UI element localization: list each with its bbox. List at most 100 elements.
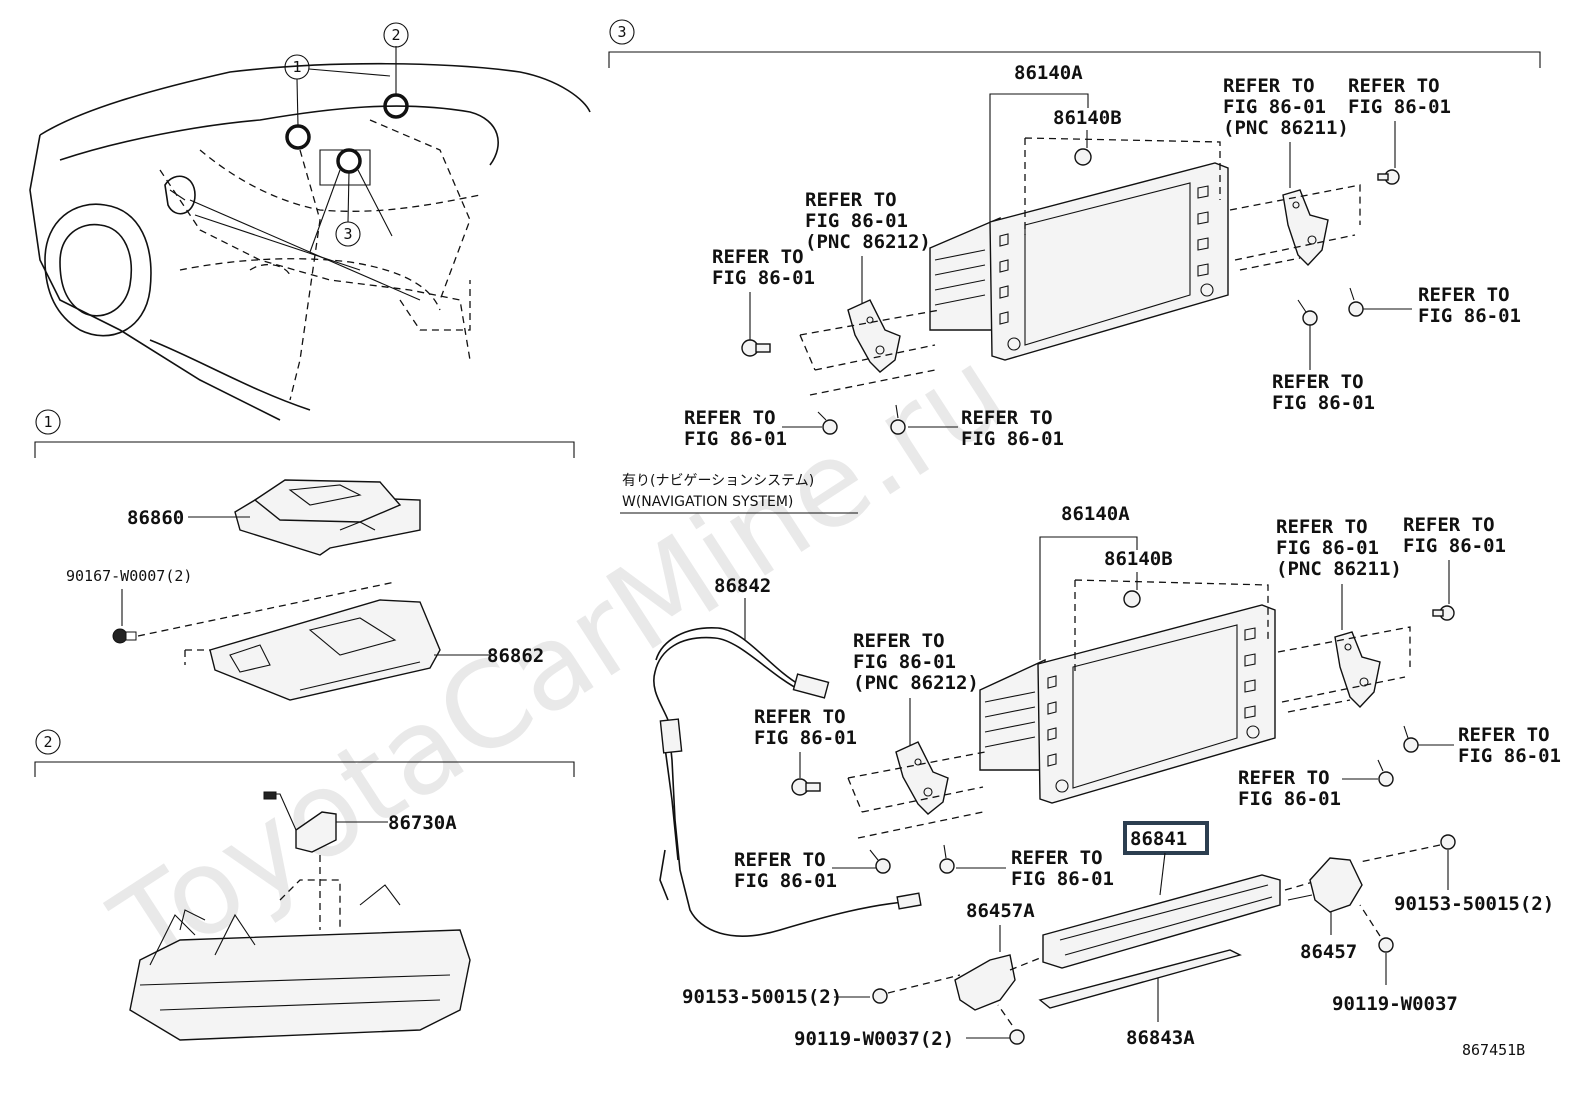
refer-upper-pnc86212-l3: (PNC 86212)	[805, 231, 931, 253]
screw-upper-right[interactable]	[1348, 287, 1364, 317]
refer-lower-bottomright-l1: REFER TO	[1238, 767, 1330, 789]
label-86457A: 86457A	[966, 900, 1035, 922]
callout-1: 1	[284, 54, 310, 80]
refer-lower-left-l1: REFER TO	[754, 706, 846, 728]
svg-text:3: 3	[343, 225, 352, 243]
screw-lower-right[interactable]	[1403, 725, 1419, 753]
refer-upper-pnc86211-l2: FIG 86-01	[1223, 96, 1326, 118]
refer-lower-pnc86212-l1: REFER TO	[853, 630, 945, 652]
refer-lower-bottom-mid-l2: FIG 86-01	[1011, 868, 1114, 890]
refer-upper-bottom-left-l2: FIG 86-01	[684, 428, 787, 450]
refer-upper-pnc86211-l1: REFER TO	[1223, 75, 1315, 97]
refer-lower-topright-l1: REFER TO	[1403, 514, 1495, 536]
screw-lower-bottom-mid[interactable]	[939, 844, 955, 874]
refer-lower-pnc86211-l3: (PNC 86211)	[1276, 558, 1402, 580]
vehicle-interior-illustration	[29, 46, 591, 421]
refer-lower-bottom-left-l2: FIG 86-01	[734, 870, 837, 892]
screw-upper-bottom-mid[interactable]	[890, 404, 906, 435]
refer-lower-pnc86211-l1: REFER TO	[1276, 516, 1368, 538]
section-3-header: 3	[608, 19, 1541, 68]
refer-upper-pnc86212-l2: FIG 86-01	[805, 210, 908, 232]
bracket-right-upper[interactable]	[1282, 189, 1329, 267]
refer-upper-bottom-mid-l2: FIG 86-01	[961, 428, 1064, 450]
refer-upper-left-l1: REFER TO	[712, 246, 804, 268]
overhead-console-housing	[129, 879, 471, 1041]
refer-upper-topright-l1: REFER TO	[1348, 75, 1440, 97]
label-86841[interactable]: 86841	[1130, 828, 1187, 850]
refer-upper-topright-l2: FIG 86-01	[1348, 96, 1451, 118]
screw-90153-right[interactable]	[1359, 834, 1456, 863]
display-unit-lower[interactable]	[979, 579, 1276, 804]
label-90153-left: 90153-50015(2)	[682, 986, 842, 1008]
label-86862: 86862	[487, 645, 544, 667]
bracket-right-lower[interactable]	[1334, 631, 1381, 709]
refer-lower-right-l1: REFER TO	[1458, 724, 1550, 746]
screw-lower-topright[interactable]	[1432, 605, 1455, 621]
svg-text:1: 1	[292, 58, 301, 76]
screw-upper-topright[interactable]	[1377, 169, 1400, 185]
refer-upper-bottom-mid-l1: REFER TO	[961, 407, 1053, 429]
wire-harness-86842[interactable]	[653, 627, 922, 937]
label-86140B-upper: 86140B	[1053, 107, 1122, 129]
label-90119-right: 90119-W0037	[1332, 993, 1458, 1015]
label-86140A-lower: 86140A	[1061, 503, 1130, 525]
refer-upper-pnc86212-l1: REFER TO	[805, 189, 897, 211]
refer-lower-right-l2: FIG 86-01	[1458, 745, 1561, 767]
nav-option-en: W(NAVIGATION SYSTEM)	[622, 494, 793, 510]
label-86457: 86457	[1300, 941, 1357, 963]
refer-lower-pnc86211-l2: FIG 86-01	[1276, 537, 1379, 559]
part-86862-bracket[interactable]	[184, 599, 441, 701]
label-86140B-lower: 86140B	[1104, 548, 1173, 570]
refer-lower-bottom-mid-l1: REFER TO	[1011, 847, 1103, 869]
bracket-left-upper[interactable]	[847, 299, 901, 373]
label-90153-right: 90153-50015(2)	[1394, 893, 1554, 915]
svg-text:1: 1	[43, 413, 52, 431]
navigation-receiver-86841[interactable]	[1042, 874, 1321, 969]
refer-lower-bottom-left-l1: REFER TO	[734, 849, 826, 871]
callout-2: 2	[383, 22, 409, 48]
refer-lower-left-l2: FIG 86-01	[754, 727, 857, 749]
label-86730A: 86730A	[388, 812, 457, 834]
screw-lower-bottomright[interactable]	[1377, 759, 1394, 787]
screw-upper-left[interactable]	[741, 339, 771, 357]
label-86860: 86860	[127, 507, 184, 529]
label-86842: 86842	[714, 575, 771, 597]
bracket-86457A[interactable]	[954, 954, 1041, 1011]
refer-lower-topright-l2: FIG 86-01	[1403, 535, 1506, 557]
screw-90153-left[interactable]	[872, 974, 961, 1004]
screw-upper-bottom-left[interactable]	[817, 411, 838, 435]
highlight-86841	[1123, 821, 1209, 855]
bolt-90167[interactable]	[112, 628, 137, 644]
bracket-left-lower[interactable]	[895, 741, 949, 815]
svg-text:3: 3	[617, 23, 626, 41]
bracket-86457[interactable]	[1287, 857, 1363, 913]
label-86843A: 86843A	[1126, 1027, 1195, 1049]
refer-upper-bottomright-l1: REFER TO	[1272, 371, 1364, 393]
nav-option-jp: 有り(ナビゲーションシステム)	[622, 473, 814, 489]
part-86860-module[interactable]	[234, 479, 421, 556]
refer-upper-bottom-left-l1: REFER TO	[684, 407, 776, 429]
display-unit-upper[interactable]	[929, 137, 1229, 361]
knob-86140B-upper[interactable]	[1074, 148, 1092, 166]
knob-86140B-lower[interactable]	[1123, 590, 1141, 608]
section-1-header: 1	[34, 409, 575, 458]
plate-86843A[interactable]	[1038, 949, 1242, 1009]
part-86730A-sensor[interactable]	[263, 791, 337, 853]
screw-90119-right[interactable]	[1359, 904, 1394, 953]
refer-upper-pnc86211-l3: (PNC 86211)	[1223, 117, 1349, 139]
refer-lower-pnc86212-l3: (PNC 86212)	[853, 672, 979, 694]
label-90119-left: 90119-W0037(2)	[794, 1028, 954, 1050]
refer-upper-right-l1: REFER TO	[1418, 284, 1510, 306]
refer-lower-pnc86212-l2: FIG 86-01	[853, 651, 956, 673]
label-90167-w0007: 90167-W0007(2)	[66, 567, 192, 585]
screw-upper-bottomright[interactable]	[1297, 299, 1318, 326]
callout-3: 3	[335, 221, 361, 247]
diagram-id: 867451B	[1462, 1041, 1525, 1059]
screw-lower-bottom-left[interactable]	[869, 849, 891, 874]
screw-90119-left[interactable]	[997, 1004, 1025, 1045]
svg-text:2: 2	[43, 733, 52, 751]
refer-lower-bottomright-l2: FIG 86-01	[1238, 788, 1341, 810]
section-2-header: 2	[34, 729, 575, 777]
screw-lower-left[interactable]	[791, 778, 821, 796]
